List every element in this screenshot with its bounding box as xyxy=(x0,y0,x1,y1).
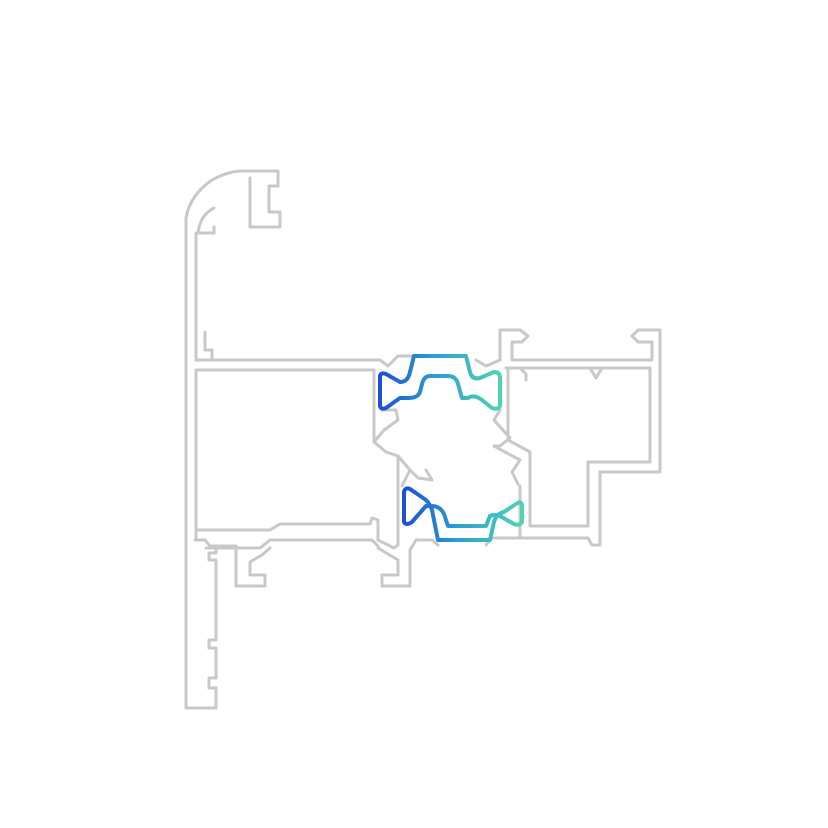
aluminium-profile-outline xyxy=(184,169,662,710)
lower-thermal-break xyxy=(402,486,524,542)
upper-thermal-break xyxy=(378,354,502,411)
left-chamber xyxy=(194,358,400,550)
thermal-break-strips xyxy=(378,354,524,542)
frame-inner-wall xyxy=(194,231,214,542)
lower-left-clips xyxy=(214,544,412,588)
right-sash-chamber xyxy=(498,328,662,547)
outer-frame-profile xyxy=(184,169,282,710)
